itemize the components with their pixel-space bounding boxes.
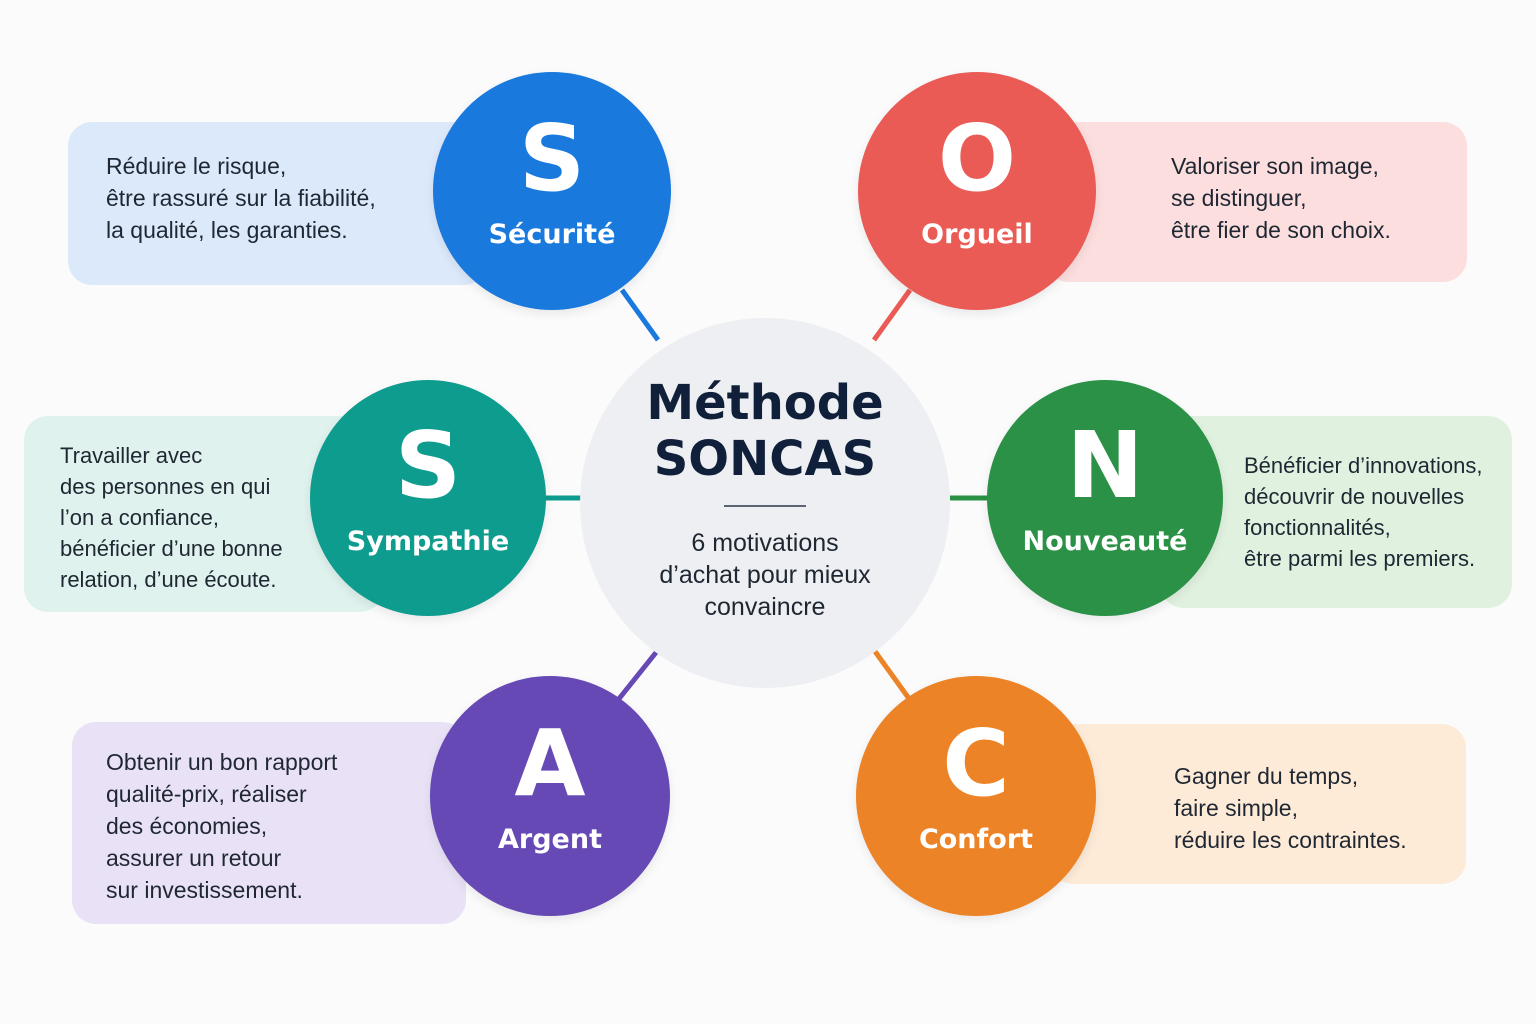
card-nouveaute: Bénéficier d’innovations, découvrir de n… xyxy=(1160,416,1512,608)
circle-confort: C Confort xyxy=(856,676,1096,916)
label-confort: Confort xyxy=(918,824,1034,855)
description-sympathie: Travailler avec des personnes en qui l’o… xyxy=(60,443,283,592)
center-hub: Méthode SONCAS 6 motivations d’achat pou… xyxy=(580,318,950,688)
connector-orgueil xyxy=(871,288,913,342)
center-title: Méthode SONCAS xyxy=(646,375,884,487)
card-argent: Obtenir un bon rapport qualité-prix, réa… xyxy=(72,722,466,924)
circle-sympathie: S Sympathie xyxy=(310,380,546,616)
circle-argent: A Argent xyxy=(430,676,670,916)
label-sympathie: Sympathie xyxy=(346,526,510,557)
circle-securite: S Sécurité xyxy=(433,72,671,310)
card-securite: Réduire le risque, être rassuré sur la f… xyxy=(68,122,488,285)
letter-nouveaute: N xyxy=(1066,412,1144,519)
circle-nouveaute: N Nouveauté xyxy=(987,380,1223,616)
label-securite: Sécurité xyxy=(488,219,616,250)
center-divider xyxy=(724,505,806,507)
card-confort: Gagner du temps, faire simple, réduire l… xyxy=(1050,724,1466,884)
letter-argent: A xyxy=(514,710,586,817)
letter-sympathie: S xyxy=(394,412,462,519)
connector-argent xyxy=(616,648,660,702)
connector-securite xyxy=(619,288,661,342)
description-confort: Gagner du temps, faire simple, réduire l… xyxy=(1174,763,1407,853)
description-nouveaute: Bénéficier d’innovations, découvrir de n… xyxy=(1244,453,1483,571)
description-securite: Réduire le risque, être rassuré sur la f… xyxy=(106,153,376,243)
label-nouveaute: Nouveauté xyxy=(1022,526,1188,557)
letter-securite: S xyxy=(518,105,586,212)
center-subtitle: 6 motivations d’achat pour mieux convain… xyxy=(659,529,871,621)
description-orgueil: Valoriser son image, se distinguer, être… xyxy=(1171,153,1391,243)
letter-confort: C xyxy=(942,710,1010,817)
description-argent: Obtenir un bon rapport qualité-prix, réa… xyxy=(106,749,338,903)
connector-confort xyxy=(871,648,913,702)
label-orgueil: Orgueil xyxy=(921,219,1033,250)
label-argent: Argent xyxy=(498,824,602,855)
letter-orgueil: O xyxy=(937,105,1017,212)
card-orgueil: Valoriser son image, se distinguer, être… xyxy=(1045,122,1467,282)
circle-orgueil: O Orgueil xyxy=(858,72,1096,310)
